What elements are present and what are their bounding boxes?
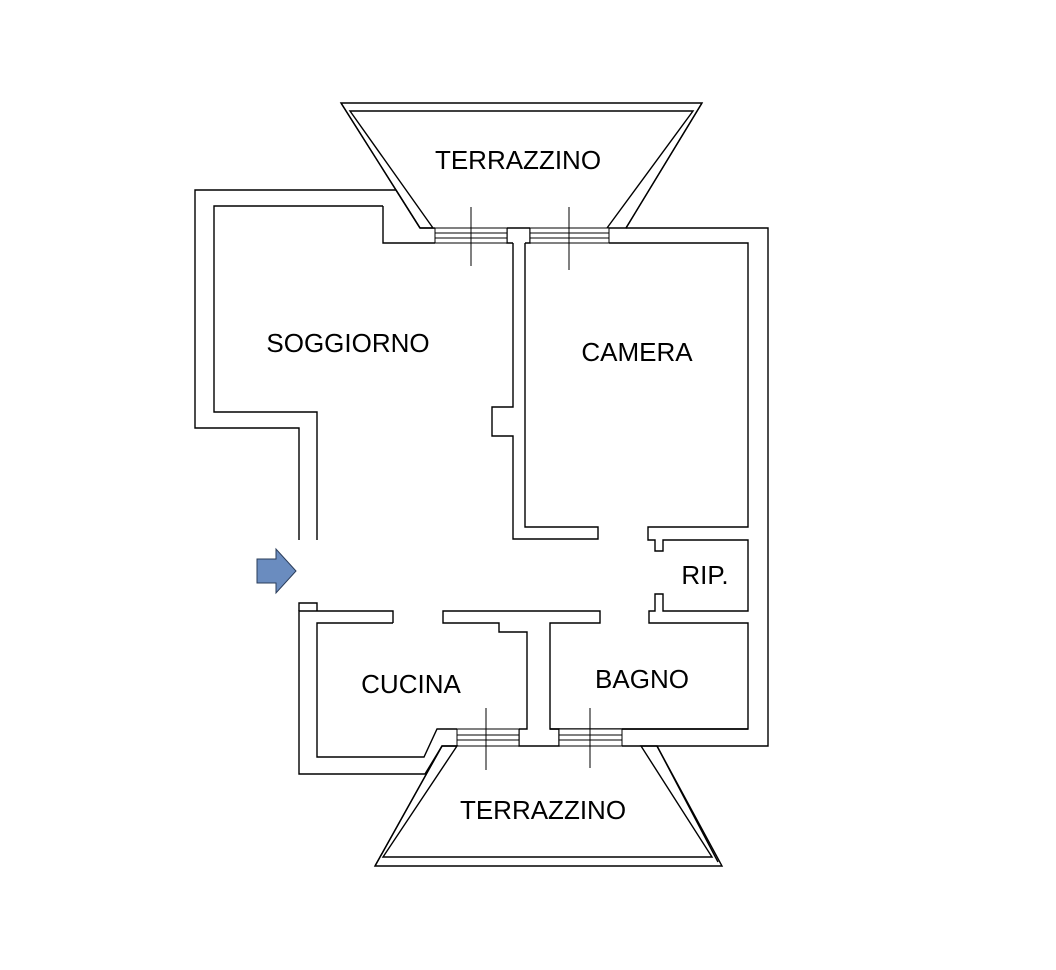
label-bagno: BAGNO (595, 664, 689, 694)
label-soggiorno: SOGGIORNO (266, 328, 429, 358)
windows-bottom (456, 708, 623, 770)
windows-top (434, 207, 610, 270)
entrance-arrow-icon (256, 547, 297, 595)
label-ripostiglio: RIP. (681, 560, 728, 590)
label-camera: CAMERA (581, 337, 693, 367)
label-terrazzino-bottom: TERRAZZINO (460, 795, 626, 825)
label-terrazzino-top: TERRAZZINO (435, 145, 601, 175)
label-cucina: CUCINA (361, 669, 461, 699)
walls-upper (194, 189, 769, 747)
terrace-bottom (373, 745, 724, 867)
